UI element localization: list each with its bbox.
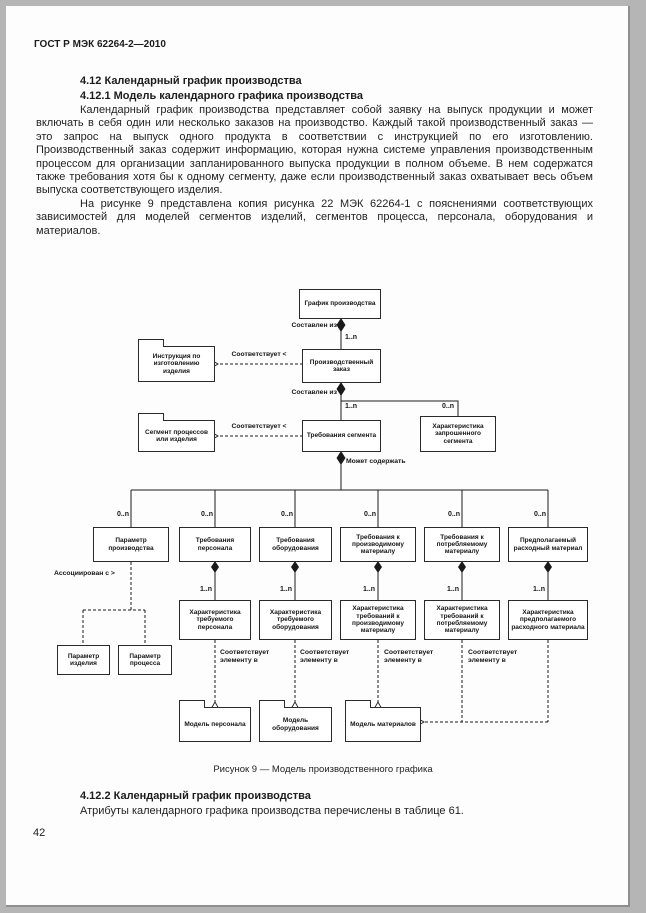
edge-label-composed-of: Составлен из — [291, 322, 337, 329]
diagram-node-produced-material-requirements: Требования к производимому материалу — [340, 527, 416, 562]
diagram-node-equipment-model: Модель оборудования — [259, 700, 332, 742]
multiplicity-label: 1..n — [362, 586, 375, 593]
diagram-node-consumed-material-characteristic: Характеристика требований к потребляемом… — [424, 600, 500, 640]
multiplicity-label: 0..n — [363, 511, 376, 518]
paragraph: Календарный график производства представ… — [36, 104, 593, 197]
edge-label-corresponds-element: Соответствует элементу в — [220, 649, 270, 664]
edge-label-corresponds-element: Соответствует элементу в — [300, 649, 350, 664]
diagram-node-process-or-product-segment: Сегмент процессов или изделия — [138, 413, 215, 452]
diagram-node-personnel-requirements: Требования персонала — [179, 527, 251, 562]
diagram-node-material-model: Модель материалов — [345, 700, 421, 742]
diagram-node-segment-requirements: Требования сегмента — [302, 420, 381, 452]
multiplicity-label: 0..n — [442, 403, 455, 410]
diagram-node-production-schedule: График производства — [299, 289, 381, 319]
edge-label-corresponds: Соответствует < — [231, 423, 287, 430]
multiplicity-label: 0..n — [116, 511, 129, 518]
diagram-node-consumable-expected: Предполагаемый расходный материал — [508, 527, 588, 562]
figure-caption: Рисунок 9 — Модель производственного гра… — [213, 764, 433, 775]
section-4-12-2-paragraph: Атрибуты календарного графика производст… — [80, 805, 464, 817]
multiplicity-label: 1..n — [446, 586, 459, 593]
multiplicity-label: 0..n — [280, 511, 293, 518]
section-heading-4-12-2: 4.12.2 Календарный график производства — [80, 790, 311, 802]
diagram-node-production-parameter: Параметр производства — [93, 527, 169, 562]
diagram-node-equipment-requirements: Требования оборудования — [259, 527, 332, 562]
diagram-node-product-parameter: Параметр изделия — [57, 645, 110, 675]
multiplicity-label: 1..n — [199, 586, 212, 593]
section-heading-4-12-1: 4.12.1 Модель календарного графика произ… — [80, 90, 363, 102]
multiplicity-label: 1..n — [345, 403, 358, 410]
multiplicity-label: 1..n — [345, 334, 358, 341]
page-background — [6, 6, 630, 907]
diagram-node-equipment-characteristic: Характеристика требуемого оборудования — [259, 600, 332, 640]
multiplicity-label: 0..n — [447, 511, 460, 518]
diagram-node-consumable-characteristic: Характеристика предполагаемого расходног… — [508, 600, 588, 640]
multiplicity-label: 1..n — [279, 586, 292, 593]
edge-label-may-contain: Может содержать — [346, 458, 406, 465]
edge-label-corresponds-element: Соответствует элементу в — [468, 649, 518, 664]
multiplicity-label: 0..n — [533, 511, 546, 518]
edge-label-associated-with: Ассоциирован с > — [54, 570, 115, 577]
diagram-node-consumed-material-requirements: Требования к потребляемому материалу — [424, 527, 500, 562]
diagram-node-production-instruction: Инструкция по изготовлению изделия — [138, 339, 215, 382]
section-heading-4-12: 4.12 Календарный график производства — [80, 75, 302, 87]
diagram-node-produced-material-characteristic: Характеристика требований к производимом… — [340, 600, 416, 640]
diagram-node-production-order: Производственный заказ — [302, 349, 381, 383]
page-number: 42 — [33, 827, 46, 839]
edge-label-composed-of: Составлен из — [291, 389, 337, 396]
document-header: ГОСТ Р МЭК 62264-2—2010 — [34, 39, 166, 50]
diagram-node-requested-segment-characteristic: Характеристика запрошенного сегмента — [420, 416, 496, 452]
multiplicity-label: 0..n — [200, 511, 213, 518]
multiplicity-label: 1..n — [532, 586, 545, 593]
diagram-node-personnel-model: Модель персонала — [179, 700, 251, 742]
edge-label-corresponds: Соответствует < — [231, 351, 287, 358]
diagram-node-personnel-characteristic: Характеристика требуемого персонала — [179, 600, 251, 640]
paragraph: На рисунке 9 представлена копия рисунка … — [36, 197, 593, 237]
edge-label-corresponds-element: Соответствует элементу в — [384, 649, 434, 664]
diagram-node-process-parameter: Параметр процесса — [118, 645, 172, 675]
section-4-12-1-body: Календарный график производства представ… — [36, 104, 593, 238]
